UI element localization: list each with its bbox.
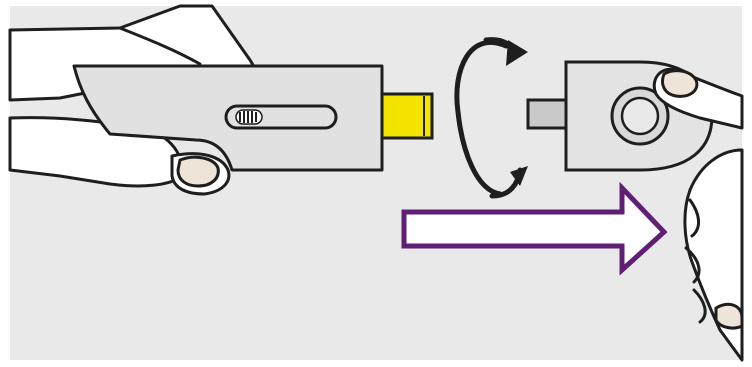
circular-rotate-arrows-icon <box>454 37 528 199</box>
left-hand <box>8 4 264 196</box>
right-hand <box>652 67 744 362</box>
dose-window <box>224 104 338 130</box>
cap-ring-inner <box>620 96 660 136</box>
right-arrow-icon <box>401 181 668 276</box>
pen-device <box>72 64 434 172</box>
needle-hub <box>380 92 434 140</box>
cap-inner-needle <box>526 98 570 130</box>
